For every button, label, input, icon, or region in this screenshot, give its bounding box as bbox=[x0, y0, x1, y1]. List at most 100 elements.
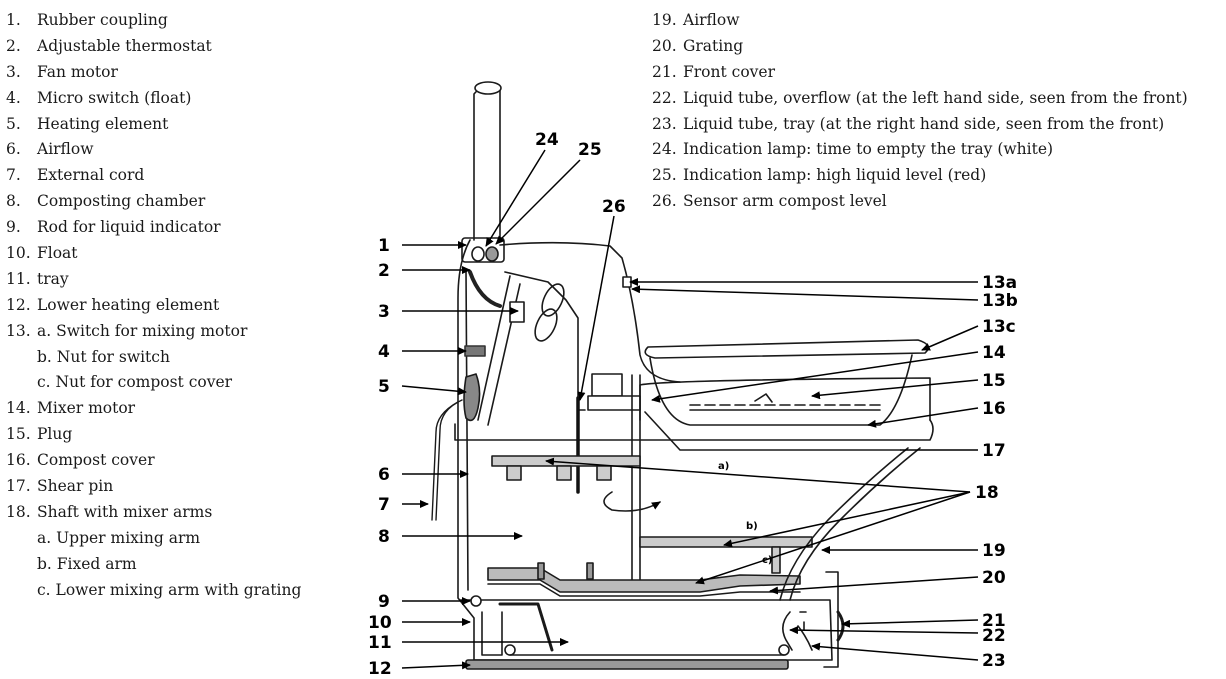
callout-21: 21 bbox=[982, 611, 1006, 631]
callout-12: 12 bbox=[368, 659, 392, 679]
legend-number: 14. bbox=[6, 399, 31, 418]
legend-item-22: 22.Liquid tube, overflow (at the left ha… bbox=[652, 86, 1188, 112]
arm-tooth-3 bbox=[596, 465, 612, 481]
legend-item-11: 11.tray bbox=[6, 267, 301, 293]
legend-label: Micro switch (float) bbox=[37, 88, 192, 107]
legend-number: 11. bbox=[6, 269, 31, 288]
legend-label: Shaft with mixer arms bbox=[37, 502, 213, 521]
legend-number: 2. bbox=[6, 36, 21, 55]
grating-post-2 bbox=[586, 562, 594, 580]
legend-subitem-13c: c. Nut for compost cover bbox=[6, 370, 301, 396]
legend-label: Compost cover bbox=[37, 451, 155, 470]
legend-item-19: 19.Airflow bbox=[652, 8, 1188, 34]
legend-number: 3. bbox=[6, 62, 21, 81]
legend-item-18: 18.Shaft with mixer arms bbox=[6, 500, 301, 526]
leader-5 bbox=[401, 385, 467, 396]
liquid-indicator-rod bbox=[470, 595, 482, 607]
callout-15: 15 bbox=[982, 371, 1006, 391]
callout-25: 25 bbox=[578, 140, 602, 160]
airflow-duct-inner bbox=[779, 447, 909, 601]
subtag-fixed-arm: b) bbox=[746, 521, 758, 532]
subtag-upper-arm: a) bbox=[718, 461, 729, 472]
legend-item-24: 24.Indication lamp: time to empty the tr… bbox=[652, 137, 1188, 163]
grating-post-1 bbox=[537, 562, 545, 580]
rubber-coupling bbox=[461, 237, 505, 263]
fixed-arm bbox=[639, 536, 813, 548]
legend-item-17: 17.Shear pin bbox=[6, 474, 301, 500]
legend-number: 16. bbox=[6, 451, 31, 470]
legend-label: Liquid tube, tray (at the right hand sid… bbox=[683, 114, 1165, 133]
legend-subitem-18c: c. Lower mixing arm with grating bbox=[6, 578, 301, 604]
legend-label: Fan motor bbox=[37, 62, 118, 81]
legend-item-23: 23. Liquid tube, tray (at the right hand … bbox=[652, 112, 1188, 138]
legend-item-4: 4. Micro switch (float) bbox=[6, 86, 301, 112]
leader-25 bbox=[495, 159, 581, 245]
external-cord-2 bbox=[431, 401, 459, 521]
callout-13b: 13b bbox=[982, 291, 1018, 311]
fan-motor-block bbox=[509, 301, 525, 323]
callout-26: 26 bbox=[602, 197, 626, 217]
legend-item-12: 12.Lower heating element bbox=[6, 293, 301, 319]
legend-number: 20. bbox=[652, 36, 677, 55]
callout-2: 2 bbox=[378, 261, 390, 281]
legend-label: Grating bbox=[683, 36, 744, 55]
front-panel bbox=[823, 571, 839, 668]
legend-number: 7. bbox=[6, 166, 21, 185]
legend-item-16: 16. Compost cover bbox=[6, 448, 301, 474]
arm-tooth-1 bbox=[506, 465, 522, 481]
callout-17: 17 bbox=[982, 441, 1006, 461]
seat-rim bbox=[639, 377, 931, 421]
seat-top bbox=[644, 339, 930, 359]
legend-item-1: 1.Rubber coupling bbox=[6, 8, 301, 34]
legend-item-20: 20. Grating bbox=[652, 34, 1188, 60]
top-shell bbox=[499, 241, 681, 383]
tray-wheel-left bbox=[504, 644, 516, 656]
legend-label: Indication lamp: time to empty the tray … bbox=[683, 140, 1054, 159]
legend-number: 4. bbox=[6, 88, 21, 107]
lower-heating-element bbox=[465, 659, 789, 670]
liquid-tube-tray bbox=[797, 611, 813, 651]
tray bbox=[481, 611, 503, 656]
legend-number: 5. bbox=[6, 114, 21, 133]
leader-18b bbox=[723, 491, 971, 548]
legend-label: Plug bbox=[37, 425, 73, 444]
legend-number: 21. bbox=[652, 62, 677, 81]
leader-12 bbox=[401, 661, 471, 670]
legend-label: Heating element bbox=[37, 114, 169, 133]
mixer-shaft bbox=[631, 374, 641, 591]
legend-label: Rubber coupling bbox=[37, 11, 168, 29]
legend-number: 23. bbox=[652, 114, 677, 133]
legend-number: 13. bbox=[6, 321, 31, 340]
leader-26 bbox=[577, 215, 615, 401]
callout-23: 23 bbox=[982, 651, 1006, 671]
callout-22: 22 bbox=[982, 626, 1006, 646]
mixer-motor bbox=[591, 373, 623, 397]
legend-label: c. Lower mixing arm with grating bbox=[37, 580, 302, 599]
legend-number: 25. bbox=[652, 166, 677, 185]
legend-item-5: 5. Heating element bbox=[6, 112, 301, 138]
callout-9: 9 bbox=[378, 592, 390, 612]
leader-16 bbox=[867, 407, 979, 428]
callout-11: 11 bbox=[368, 633, 392, 653]
callout-19: 19 bbox=[982, 541, 1006, 561]
leader-23 bbox=[811, 642, 979, 661]
indication-lamp-white bbox=[471, 246, 485, 262]
indication-lamp-red bbox=[485, 246, 499, 262]
legend-number: 22. bbox=[652, 88, 677, 107]
leader-24 bbox=[485, 149, 546, 247]
legend-item-6: 6.Airflow bbox=[6, 137, 301, 163]
legend-number: 8. bbox=[6, 192, 21, 211]
leader-14 bbox=[651, 351, 979, 403]
micro-switch bbox=[464, 345, 486, 357]
legend-number: 17. bbox=[6, 477, 31, 496]
legend-number: 10. bbox=[6, 244, 31, 263]
legend-label: Lower heating element bbox=[37, 295, 220, 314]
legend-item-8: 8. Composting chamber bbox=[6, 189, 301, 215]
rotation-arrow bbox=[603, 491, 661, 512]
callout-18: 18 bbox=[975, 483, 999, 503]
legend-label: Composting chamber bbox=[37, 192, 206, 211]
vent-pipe bbox=[473, 85, 501, 241]
legend-label: Float bbox=[37, 244, 78, 263]
shear-pin bbox=[644, 411, 901, 451]
lower-mixing-arm bbox=[487, 567, 801, 593]
